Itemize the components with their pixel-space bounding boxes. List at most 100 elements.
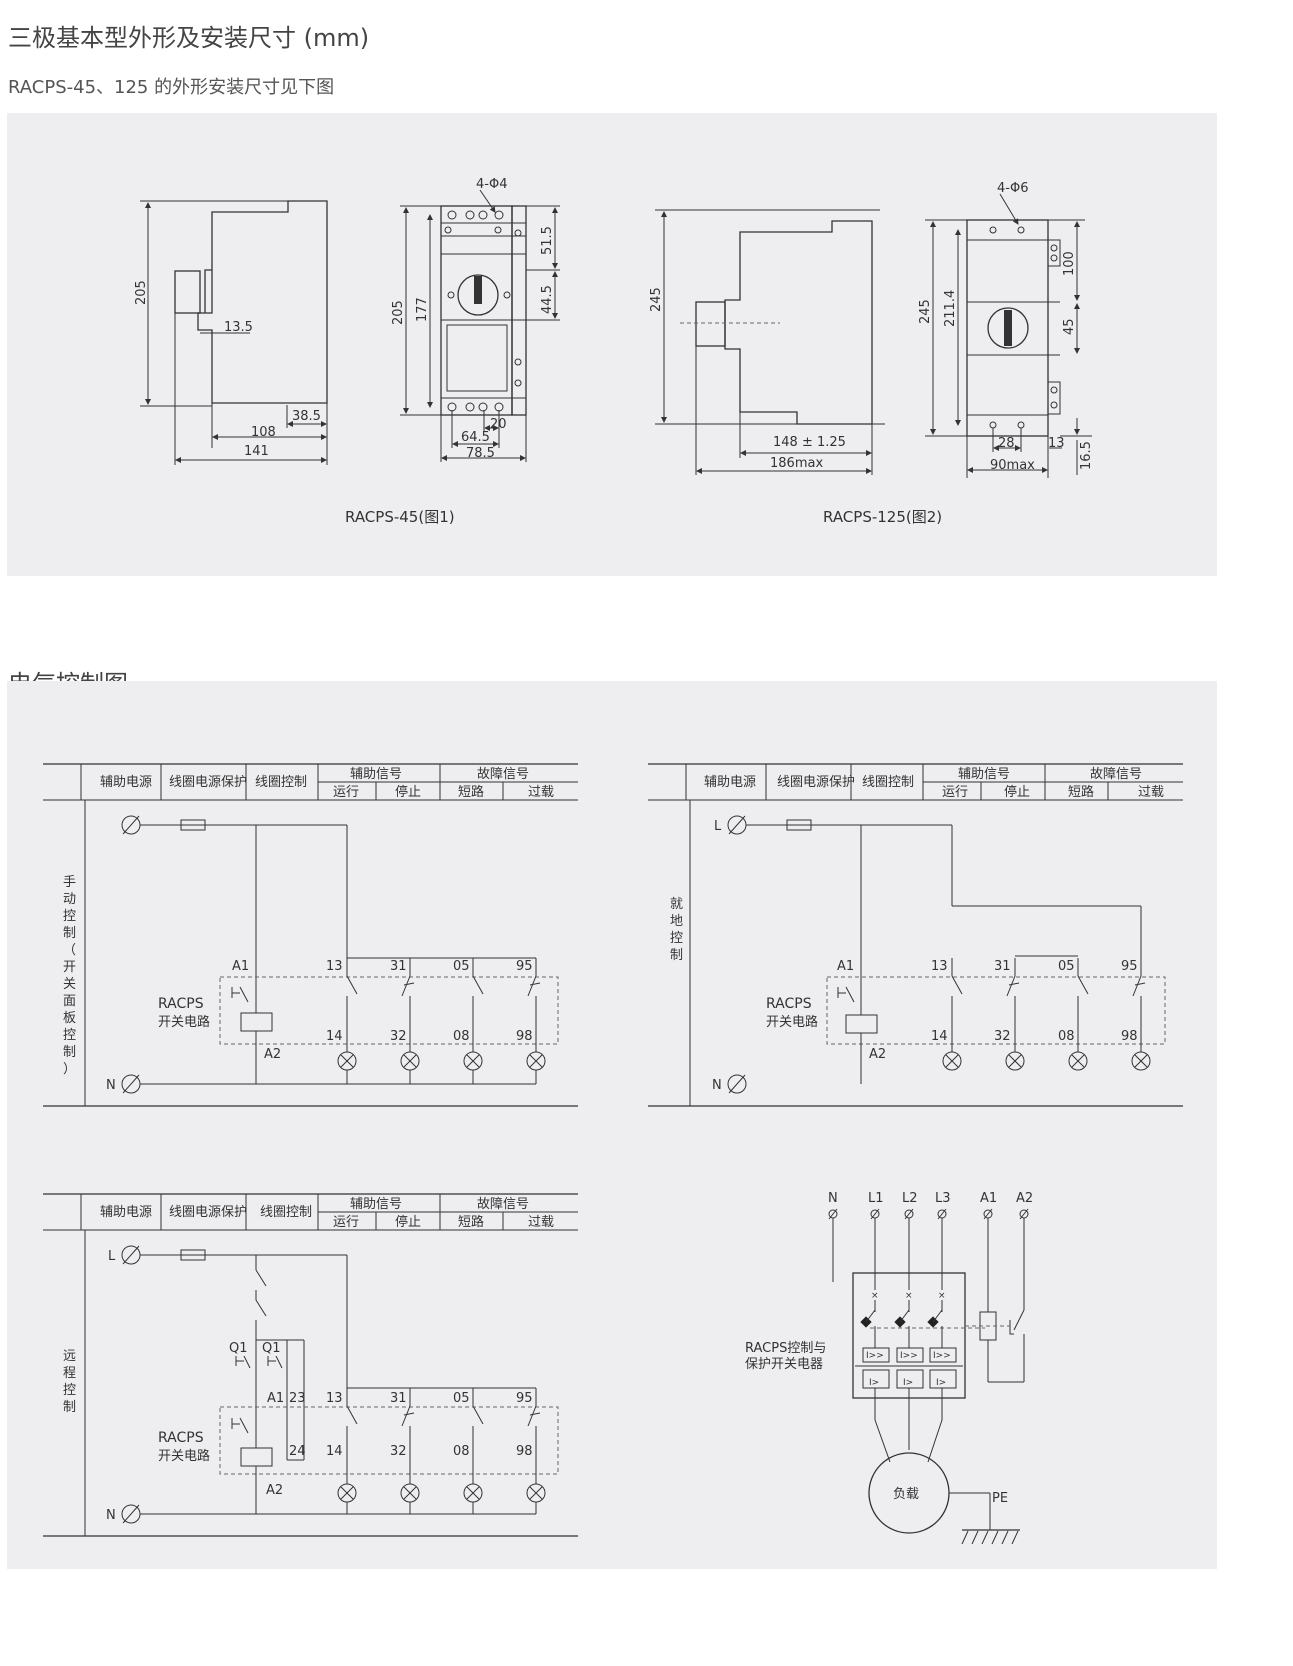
svg-text:故障信号: 故障信号 bbox=[477, 1197, 529, 1212]
svg-text:故障信号: 故障信号 bbox=[1090, 767, 1142, 782]
svg-text:08: 08 bbox=[453, 1029, 470, 1044]
fig1-holes: 4-Φ4 bbox=[476, 177, 507, 192]
svg-text:95: 95 bbox=[1121, 959, 1138, 974]
fig2-front-w90: 90max bbox=[990, 458, 1035, 473]
fig2-front-h2114: 211.4 bbox=[943, 290, 958, 327]
svg-text:N: N bbox=[828, 1191, 838, 1206]
svg-text:L3: L3 bbox=[935, 1191, 951, 1206]
svg-text:故障信号: 故障信号 bbox=[477, 767, 529, 782]
svg-text:控: 控 bbox=[63, 909, 76, 924]
svg-text:开关电路: 开关电路 bbox=[158, 1014, 210, 1030]
svg-text:短路: 短路 bbox=[458, 1214, 484, 1230]
fig2-front-h45: 45 bbox=[1062, 318, 1077, 335]
fig1-front-h177: 177 bbox=[415, 297, 430, 322]
svg-text:）: ） bbox=[63, 1062, 76, 1077]
fig2-d186: 186max bbox=[770, 456, 823, 471]
fig1-front-w20: 20 bbox=[490, 417, 507, 432]
svg-text:停止: 停止 bbox=[395, 784, 421, 800]
svg-text:就: 就 bbox=[670, 897, 683, 912]
fig2-front-h100: 100 bbox=[1062, 251, 1077, 276]
svg-text:PE: PE bbox=[992, 1491, 1008, 1506]
fig2-front-w13: 13 bbox=[1048, 436, 1065, 451]
svg-text:RACPS控制与: RACPS控制与 bbox=[745, 1341, 826, 1356]
svg-text:过载: 过载 bbox=[528, 1215, 554, 1230]
svg-text:13: 13 bbox=[326, 1391, 343, 1406]
svg-text:远: 远 bbox=[63, 1349, 76, 1364]
svg-text:辅助电源: 辅助电源 bbox=[100, 775, 152, 790]
svg-text:RACPS: RACPS bbox=[158, 996, 204, 1012]
svg-text:辅助信号: 辅助信号 bbox=[350, 767, 402, 782]
svg-text:05: 05 bbox=[453, 1391, 470, 1406]
svg-text:运行: 运行 bbox=[333, 1215, 359, 1230]
svg-text:95: 95 bbox=[516, 1391, 533, 1406]
svg-text:A1: A1 bbox=[232, 959, 249, 974]
svg-text:A2: A2 bbox=[869, 1047, 886, 1062]
svg-text:线圈电源保护: 线圈电源保护 bbox=[169, 775, 247, 790]
svg-text:14: 14 bbox=[931, 1029, 948, 1044]
svg-text:N: N bbox=[106, 1078, 116, 1093]
svg-text:线圈电源保护: 线圈电源保护 bbox=[169, 1205, 247, 1220]
table-header-manual: 辅助电源 线圈电源保护 线圈控制 辅助信号 运行 停止 故障信号 短路 过载 bbox=[100, 767, 554, 800]
fig1-front-view: 4-Φ4 205 177 51.5 44.5 20 64.5 78.5 bbox=[391, 177, 560, 462]
svg-text:线圈控制: 线圈控制 bbox=[255, 775, 307, 790]
svg-text:动: 动 bbox=[63, 892, 76, 907]
svg-text:RACPS: RACPS bbox=[766, 996, 812, 1012]
dimension-panel bbox=[7, 113, 1217, 576]
fig1-front-w645: 64.5 bbox=[461, 430, 490, 445]
svg-text:32: 32 bbox=[390, 1444, 407, 1459]
svg-text:制: 制 bbox=[63, 1045, 76, 1060]
svg-text:制: 制 bbox=[63, 926, 76, 941]
svg-text:98: 98 bbox=[516, 1444, 533, 1459]
svg-text:05: 05 bbox=[1058, 959, 1075, 974]
svg-text:控: 控 bbox=[63, 1383, 76, 1398]
svg-text:32: 32 bbox=[390, 1029, 407, 1044]
page-title: 三极基本型外形及安装尺寸 (mm) bbox=[8, 24, 370, 52]
svg-text:13: 13 bbox=[326, 959, 343, 974]
svg-text:I>: I> bbox=[869, 1378, 879, 1388]
svg-text:保护开关电器: 保护开关电器 bbox=[745, 1357, 823, 1372]
fig2-side-height: 245 bbox=[649, 287, 664, 312]
fig1-front-h445: 44.5 bbox=[540, 285, 555, 314]
svg-text:地: 地 bbox=[670, 914, 683, 929]
fig1-knob-depth: 13.5 bbox=[224, 320, 253, 335]
svg-text:线圈控制: 线圈控制 bbox=[862, 775, 914, 790]
svg-text:08: 08 bbox=[453, 1444, 470, 1459]
svg-text:制: 制 bbox=[63, 1400, 76, 1415]
svg-text:I>>: I>> bbox=[900, 1351, 918, 1361]
fig2-caption: RACPS-125(图2) bbox=[823, 508, 942, 526]
svg-text:板: 板 bbox=[63, 1011, 76, 1026]
svg-text:停止: 停止 bbox=[1004, 784, 1030, 800]
svg-text:I>: I> bbox=[936, 1378, 946, 1388]
fig1-front-w785: 78.5 bbox=[466, 446, 495, 461]
fig2-front-h245: 245 bbox=[918, 299, 933, 324]
circuit-local: 辅助电源 线圈电源保护 线圈控制 辅助信号 运行 停止 故障信号 短路 过载 就… bbox=[647, 763, 1184, 1107]
svg-text:I>>: I>> bbox=[866, 1351, 884, 1361]
svg-text:05: 05 bbox=[453, 959, 470, 974]
svg-text:辅助电源: 辅助电源 bbox=[100, 1205, 152, 1220]
svg-text:运行: 运行 bbox=[942, 785, 968, 800]
fig2-holes: 4-Φ6 bbox=[997, 181, 1028, 196]
svg-text:A2: A2 bbox=[1016, 1191, 1033, 1206]
circuit-manual: 辅助电源 线圈电源保护 线圈控制 辅助信号 运行 停止 故障信号 短路 过载 手… bbox=[42, 763, 579, 1107]
svg-text:手: 手 bbox=[63, 875, 76, 890]
svg-text:98: 98 bbox=[516, 1029, 533, 1044]
svg-text:RACPS: RACPS bbox=[158, 1430, 204, 1446]
main-power-circuit: N L1 L2 L3 A1 A2 ××× I>> I>> I>> I> bbox=[745, 1191, 1033, 1545]
fig2-front-w28: 28 bbox=[998, 436, 1015, 451]
svg-text:I>: I> bbox=[903, 1378, 913, 1388]
fig1-front-h515: 51.5 bbox=[540, 226, 555, 255]
svg-text:×: × bbox=[871, 1291, 879, 1301]
fig1-caption: RACPS-45(图1) bbox=[345, 508, 455, 526]
svg-text:线圈电源保护: 线圈电源保护 bbox=[777, 775, 855, 790]
svg-text:08: 08 bbox=[1058, 1029, 1075, 1044]
fig1-side-height: 205 bbox=[134, 280, 149, 305]
svg-text:运行: 运行 bbox=[333, 785, 359, 800]
svg-text:辅助信号: 辅助信号 bbox=[958, 767, 1010, 782]
circuit-remote: 辅助电源 线圈电源保护 线圈控制 辅助信号 运行 停止 故障信号 短路 过载 远… bbox=[42, 1193, 579, 1537]
table-header-remote: 辅助电源 线圈电源保护 线圈控制 辅助信号 运行 停止 故障信号 短路 过载 bbox=[100, 1197, 554, 1230]
svg-text:面: 面 bbox=[63, 994, 76, 1009]
fig1-front-h205: 205 bbox=[391, 300, 406, 325]
svg-text:L1: L1 bbox=[868, 1191, 884, 1206]
svg-text:（: （ bbox=[63, 943, 76, 958]
svg-text:98: 98 bbox=[1121, 1029, 1138, 1044]
